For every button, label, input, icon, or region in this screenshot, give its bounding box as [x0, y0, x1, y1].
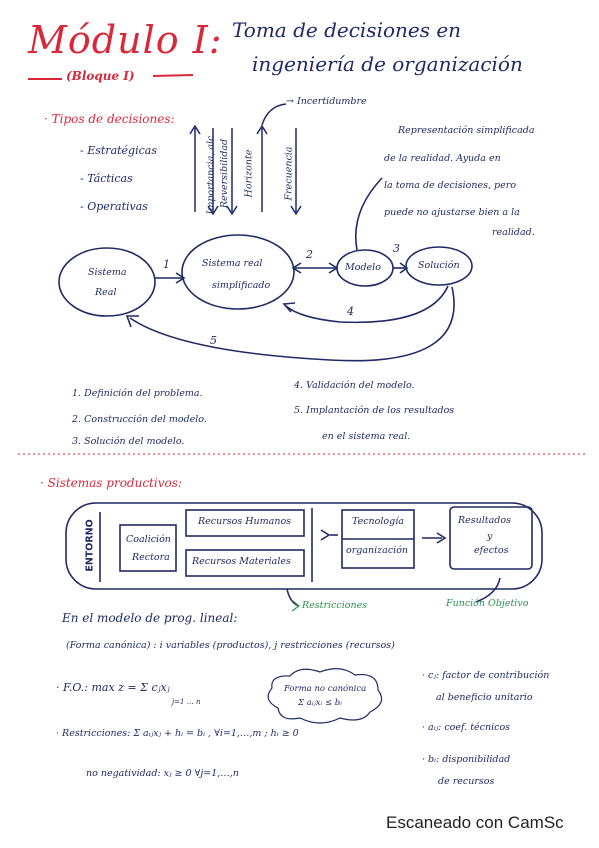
solucion-label: Solución	[418, 260, 460, 271]
decision-type-item: - Tácticas	[80, 172, 133, 185]
lp-nonnegativity: no negatividad: xⱼ ≥ 0 ∀j=1,…,n	[86, 768, 239, 779]
step-number: 3	[393, 242, 400, 255]
module-title: Módulo I:	[28, 18, 223, 62]
topic-line-2: ingeniería de organización	[252, 52, 523, 76]
step-text: 3. Solución del modelo.	[72, 436, 185, 447]
lp-intro: En el modelo de prog. lineal:	[62, 611, 238, 625]
rec-humanos-label: Recursos Humanos	[198, 516, 292, 527]
step-number: 1	[163, 258, 170, 271]
coalicion-label: Rectora	[132, 552, 170, 563]
def-c: al beneficio unitario	[436, 692, 533, 703]
step-text: 5. Implantación de los resultados	[294, 405, 455, 416]
arrow-label: Frecuencia	[283, 146, 295, 201]
step-number: 2	[306, 248, 313, 261]
def-b: · bᵢ: disponibilidad	[422, 754, 511, 765]
simplificado-label: Sistema real	[202, 258, 263, 269]
step-text: 4. Validación del modelo.	[294, 380, 415, 391]
note-line: de la realidad. Ayuda en	[384, 153, 501, 164]
arrow-label: Reversibilidad	[219, 138, 231, 209]
tecnologia-label: Tecnología	[352, 516, 404, 527]
lp-constraints: · Restricciones: Σ aᵢⱼxⱼ + hᵢ = bᵢ , ∀i=…	[56, 728, 299, 739]
lp-objective: · F.O.: max z = Σ cⱼxⱼ	[56, 681, 170, 694]
productive-heading: · Sistemas productivos:	[40, 476, 182, 490]
simplificado-label: simplificado	[212, 280, 271, 291]
scanner-watermark: Escaneado con CamSc	[386, 813, 564, 832]
rec-materiales-label: Recursos Materiales	[192, 556, 291, 567]
step-number: 4	[347, 305, 354, 318]
note-line: la toma de decisiones, pero	[384, 180, 516, 191]
def-b: de recursos	[438, 776, 495, 787]
step-text: 2. Construcción del modelo.	[72, 414, 207, 425]
decision-type-item: - Estratégicas	[80, 144, 157, 157]
uncertainty-label: → Incertidumbre	[286, 96, 367, 107]
productive-diagram-shapes	[65, 502, 543, 607]
block-subtitle: (Bloque I)	[66, 69, 135, 83]
decision-arrows	[189, 103, 302, 216]
restricciones-label: Restricciones	[302, 600, 368, 611]
lp-objective-limits: j=1 … n	[172, 698, 201, 706]
topic-line-1: Toma de decisiones en	[232, 18, 462, 42]
cycle-shapes	[58, 177, 473, 362]
note-line: Representación simplificada	[398, 125, 535, 136]
arrow-label: Horizonte	[243, 149, 255, 198]
lp-canonical: (Forma canónica) : i variables (producto…	[66, 640, 395, 651]
note-line: puede no ajustarse bien a la	[384, 207, 520, 218]
arrow-label: Importancia, alc.	[205, 132, 217, 215]
note-line: realidad.	[492, 227, 535, 238]
funcion-objetivo-label: Función Objetivo	[446, 598, 529, 609]
resultados-label: efectos	[474, 545, 509, 556]
entorno-label: ENTORNO	[84, 519, 96, 572]
decision-type-item: - Operativas	[80, 200, 148, 213]
step-text: en el sistema real.	[322, 431, 411, 442]
step-text: 1. Definición del problema.	[72, 388, 203, 399]
modelo-label: Modelo	[345, 262, 381, 273]
resultados-label: Resultados	[458, 515, 511, 526]
resultados-label: y	[487, 531, 493, 542]
def-a: · aᵢⱼ: coef. técnicos	[422, 722, 511, 733]
decision-types-heading: · Tipos de decisiones:	[44, 112, 175, 126]
sistema-real-label: Sistema	[88, 267, 127, 278]
step-number: 5	[210, 334, 217, 347]
sistema-real-label: Real	[95, 287, 117, 298]
def-c: · cⱼ: factor de contribución	[422, 670, 550, 681]
non-canonical-title: Forma no canónica	[284, 684, 367, 694]
coalicion-label: Coalición	[126, 534, 171, 545]
cloud-shape	[267, 668, 383, 724]
organizacion-label: organización	[346, 545, 409, 556]
non-canonical-formula: Σ aᵢⱼxᵢ ≤ bᵢ	[298, 698, 342, 708]
